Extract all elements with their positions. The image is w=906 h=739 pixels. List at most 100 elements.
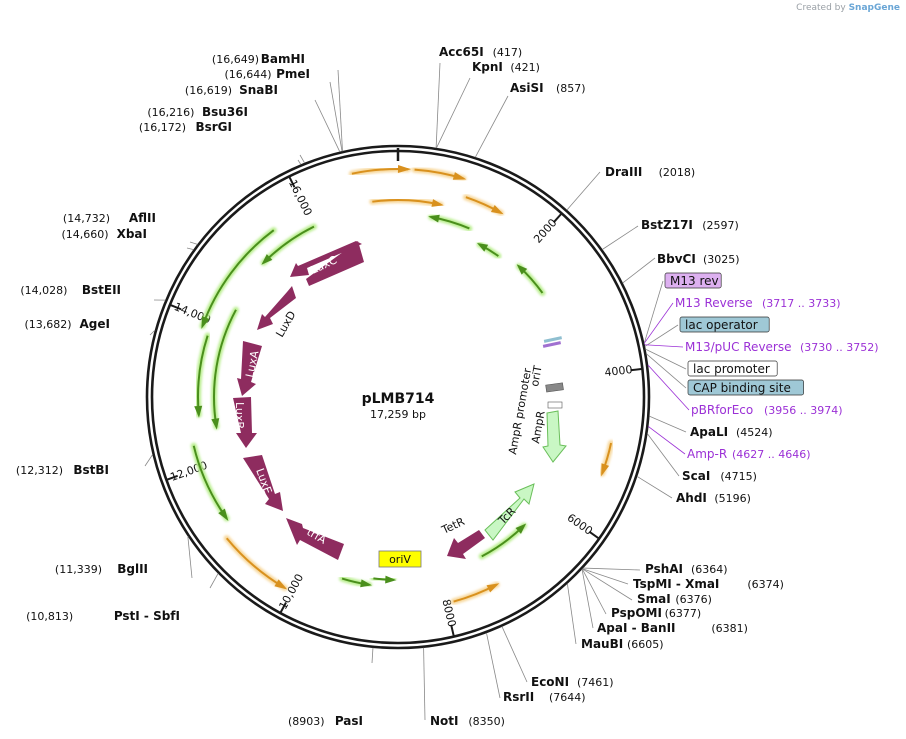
site-pos: (16,644) — [225, 68, 272, 81]
site-label-right[interactable]: Acc65I(417) — [439, 45, 522, 59]
leader-lines — [144, 62, 687, 721]
site-label-left[interactable]: BglII(11,339) — [55, 562, 148, 576]
tick-mark — [166, 474, 179, 481]
green-arc-12-head — [211, 418, 220, 430]
site-label-right[interactable]: ApaLI(4524) — [690, 425, 773, 439]
feature-label[interactable]: M13/pUC Reverse(3730 .. 3752) — [644, 340, 879, 354]
tick-mark — [288, 175, 296, 188]
site-name: ApaLI — [690, 425, 728, 439]
site-label-right[interactable]: PshAI(6364) — [645, 562, 728, 576]
site-pos: (2597) — [702, 219, 739, 232]
tick-mark — [588, 530, 600, 540]
site-label-right[interactable]: KpnI(421) — [472, 60, 540, 74]
feature-label[interactable]: Amp-R(4627 .. 4646) — [648, 426, 811, 461]
site-label-right[interactable]: SmaI (6376) — [637, 592, 712, 606]
site-label-right[interactable]: EcoNI(7461) — [531, 675, 614, 689]
orange-arc-3-head — [490, 204, 504, 215]
site-name: MauBI — [581, 637, 623, 651]
feature-label[interactable]: M13 rev — [643, 272, 722, 344]
site-name: BstEII — [82, 283, 121, 297]
feature-leader — [644, 344, 684, 348]
site-label-left[interactable]: BstBI(12,312) — [16, 463, 109, 477]
oriv-box — [378, 550, 422, 568]
green-arc-5-head — [477, 243, 489, 252]
site-label-right[interactable]: PspOMI(6377) — [611, 606, 701, 620]
site-pos: (421) — [510, 61, 540, 74]
site-label-right[interactable]: ScaI(4715) — [682, 469, 757, 483]
site-label-left[interactable]: PmeI(16,644) — [225, 67, 310, 81]
site-pos: (6376) — [675, 593, 712, 606]
label-leader — [622, 257, 656, 284]
site-name: ApaI - BanII — [597, 621, 676, 635]
site-name: SmaI — [637, 592, 671, 606]
site-pos: (3025) — [703, 253, 740, 266]
site-label-left[interactable]: BsrGI(16,172) — [139, 120, 232, 134]
tick-mark — [630, 367, 643, 372]
site-label-right[interactable]: MauBI(6605) — [581, 637, 664, 651]
site-label-right[interactable]: BstZ17I(2597) — [641, 218, 739, 232]
primer-name: M13 Reverse — [675, 296, 753, 310]
site-label-right[interactable]: ApaI - BanII(6381) — [597, 621, 748, 635]
site-label-left[interactable]: BstEII(14,028) — [20, 283, 121, 297]
site-label-right[interactable]: BbvCI(3025) — [657, 252, 740, 266]
site-label-right[interactable]: TspMI - XmaI(6374) — [633, 577, 784, 591]
luxa-label: LuxA — [243, 349, 261, 379]
site-pos: (7644) — [549, 691, 586, 704]
site-label-right[interactable]: DraIII(2018) — [605, 165, 695, 179]
feature-leader — [644, 324, 679, 347]
feature-leader — [643, 280, 664, 344]
ampr-arrow — [542, 410, 567, 463]
site-label-left[interactable]: AgeI(13,682) — [25, 317, 110, 331]
feature-leader — [645, 348, 687, 370]
label-leader — [337, 69, 343, 152]
site-label-right[interactable]: AsiSI (857) — [510, 81, 586, 95]
site-label-left[interactable]: PstI - SbfI(10,813) — [26, 609, 180, 623]
feature-label[interactable]: pBRforEco(3956 .. 3974) — [647, 364, 843, 417]
feature-label[interactable]: lac promoter — [645, 348, 778, 377]
label-leader — [602, 225, 639, 250]
label-leader — [501, 626, 528, 683]
site-name: BamHI — [261, 52, 305, 66]
label-leader — [647, 433, 680, 477]
site-name: BstBI — [73, 463, 109, 477]
plasmid-length: 17,259 bp — [370, 408, 426, 421]
label-leader — [581, 569, 594, 629]
site-name: AsiSI — [510, 81, 544, 95]
site-label-right[interactable]: RsrII(7644) — [503, 690, 586, 704]
site-pos: (14,660) — [62, 228, 109, 241]
backbone-outer — [145, 144, 651, 650]
site-pos: (16,649) — [212, 53, 259, 66]
label-leader — [486, 632, 501, 699]
site-label-left[interactable]: SnaBI(16,619) — [185, 83, 278, 97]
feature-label[interactable]: M13 Reverse(3717 .. 3733) — [643, 296, 841, 344]
label-leader — [209, 573, 219, 589]
site-label-left[interactable]: AflII(14,732) — [63, 211, 156, 225]
site-name: XbaI — [117, 227, 147, 241]
feature-label[interactable]: lac operator — [644, 316, 770, 347]
tick-label: 8000 — [439, 598, 458, 628]
site-label-left[interactable]: Bsu36I(16,216) — [147, 105, 248, 119]
trfa-arrow — [286, 518, 344, 560]
site-label-right[interactable]: NotI(8350) — [430, 714, 505, 728]
feature-name: CAP binding site — [693, 381, 791, 395]
label-leader — [144, 454, 153, 467]
tcr-arrow — [484, 483, 535, 541]
label-leader — [566, 583, 577, 645]
site-label-left[interactable]: XbaI (14,660) — [62, 227, 147, 241]
site-label-left[interactable]: PasI(8903) — [288, 714, 363, 728]
site-name: BglII — [117, 562, 148, 576]
site-label-right[interactable]: AhdI(5196) — [676, 491, 751, 505]
site-pos: (7461) — [577, 676, 614, 689]
site-name: PshAI — [645, 562, 683, 576]
feature-label[interactable]: CAP binding site — [645, 353, 804, 396]
site-name: PstI - SbfI — [114, 609, 180, 623]
luxe-arrow — [243, 455, 283, 511]
green-arc-7-head — [515, 523, 527, 534]
site-label-left[interactable]: BamHI(16,649) — [212, 52, 305, 66]
primer-range: (3956 .. 3974) — [764, 404, 843, 417]
label-leader — [423, 647, 426, 721]
site-pos: (857) — [556, 82, 586, 95]
tick-label: 4000 — [604, 363, 633, 379]
label-leader — [436, 77, 471, 149]
